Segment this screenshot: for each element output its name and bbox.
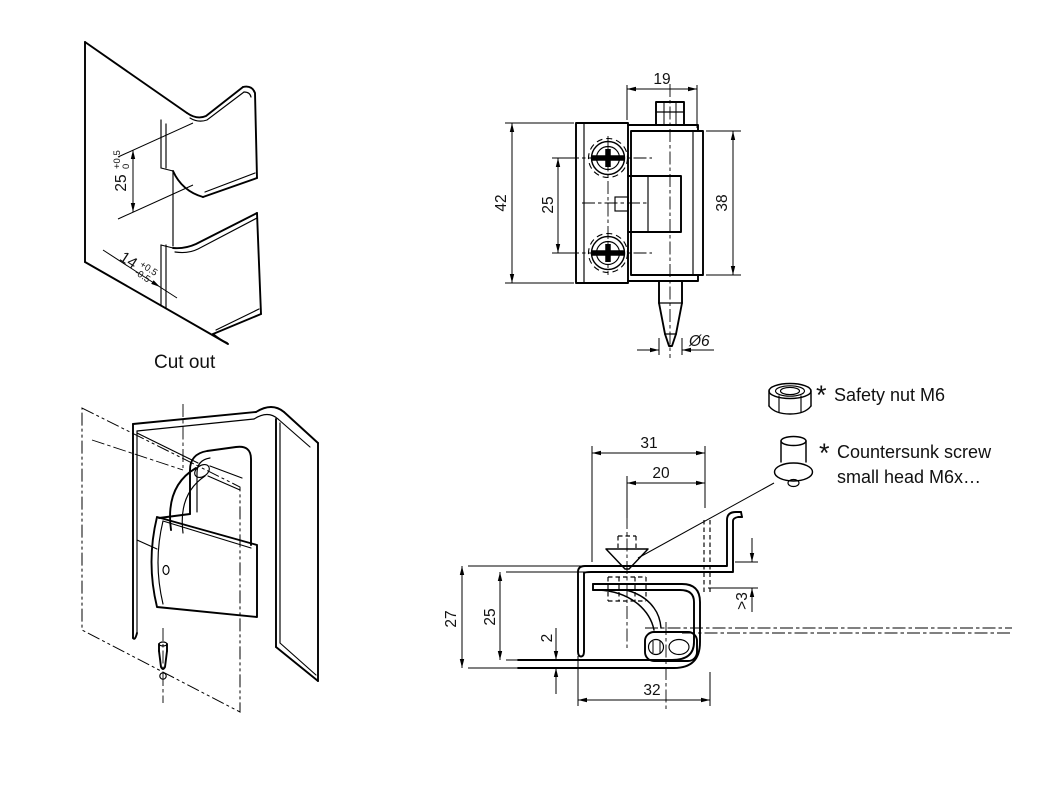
dim-inner-depth-25: 25 [482,571,590,661]
dim-pin-diameter-text: Ø6 [688,333,710,350]
fastener-hidden-lines [605,520,711,602]
dim-25-front-text: 25 [540,196,557,213]
centerlines-section [626,516,1012,712]
pivot-assembly [644,631,698,662]
dim-cutout-height-tol-upper: +0.5 [112,150,123,169]
dim-32-text: 32 [643,682,660,699]
dim-frame-depth-27: 27 [443,565,588,669]
dim-screw-to-axis-20: 20 [626,465,705,518]
dim-42-text: 42 [493,194,510,211]
dim-cutout-height: 25 +0.5 0 [112,122,194,220]
dim-cutout-depth-value: 14 [116,249,140,273]
safety-nut-label: Safety nut M6 [834,385,945,405]
dim-2-text: 2 [539,634,556,643]
dim-31-text: 31 [640,435,657,452]
countersunk-screw-icon [773,435,814,488]
countersunk-screw-label-line1: Countersunk screw [837,442,992,462]
dim-cutout-height-value: 25 [113,174,130,191]
door-channel [132,406,319,682]
dim-min-gap-3: >3 [708,538,758,612]
dim-19-text: 19 [653,71,670,88]
dim-knuckle-width-19: 19 [626,71,698,128]
centerlines-front [566,84,671,358]
dim-20-text: 20 [652,465,670,482]
dim-sheet-thickness-2: 2 [539,628,559,694]
leader-line [637,482,775,559]
safety-nut-asterisk: * [816,380,827,410]
dim-gap-text: >3 [734,592,751,610]
countersunk-screw-asterisk: * [819,438,830,468]
hinge-section-view: 31 20 27 25 [443,435,1012,712]
hinge-front-outline [575,101,704,347]
mount-panel-phantom [81,407,241,713]
dim-pin-diameter: Ø6 [637,333,714,355]
dim-38-text: 38 [714,194,731,211]
dim-screw-spacing-25: 25 [540,157,568,254]
cutout-isometric-view: 25 +0.5 0 14 +0.5 -0.5 Cut out [84,41,262,373]
spacer-square [614,196,629,212]
dim-27-text: 27 [443,610,460,627]
dim-cutout-height-tol-lower: 0 [121,164,132,169]
dim-overall-depth-32: 32 [577,656,711,706]
dim-overall-width-31: 31 [591,435,706,562]
door-leaf-profile [517,583,701,669]
frame-sheet-profile [577,511,743,658]
safety-nut-icon [768,382,812,415]
hinge-mounted-isometric-view [81,404,319,713]
centerlines-isometric [91,404,184,703]
cutout-caption: Cut out [154,352,216,373]
hinge-body-isometric [150,445,258,680]
cutout-panel-outline [84,41,262,345]
dim-25-section-text: 25 [482,608,499,625]
dim-overall-height-42: 42 [493,122,574,284]
countersunk-screw-label-line2: small head M6x… [837,467,981,487]
part-annotations: * Safety nut M6 * Countersunk screw smal… [768,380,992,488]
dim-leaf-height-38: 38 [706,130,741,276]
hinge-front-view: 19 42 25 38 [493,71,741,358]
hinge-side-hole [162,564,170,576]
